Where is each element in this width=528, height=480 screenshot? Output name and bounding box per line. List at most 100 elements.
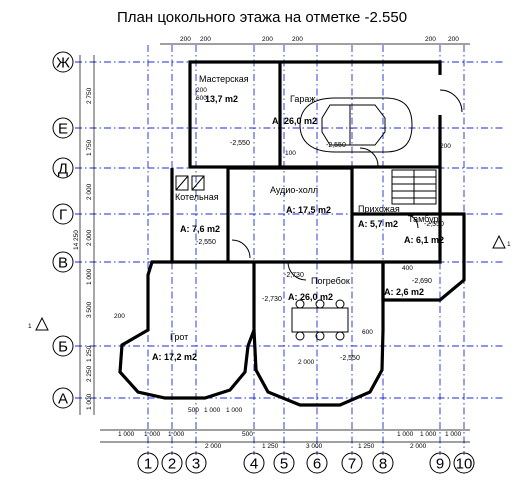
room-name-vestibule: Тамбур: [408, 214, 439, 224]
room-name-audio: Аудио-холл: [270, 185, 318, 195]
svg-text:1: 1: [144, 456, 152, 473]
room-name-workshop: Мастерская: [199, 74, 249, 84]
boiler-icon: [175, 175, 205, 191]
room-area-audio: А: 17,5 m2: [286, 205, 331, 215]
svg-text:1: 1: [28, 323, 32, 330]
section-mark-right: 1: [492, 234, 511, 249]
svg-text:1 250: 1 250: [86, 345, 93, 362]
room-area-vestibule: А: 6,1 m2: [404, 235, 444, 245]
svg-text:100: 100: [285, 150, 296, 157]
level-mark: -2,550: [196, 239, 216, 246]
room-labels: Мастерская 13,7 m2 Гараж А: 26,0 m2 Ауди…: [152, 74, 444, 362]
svg-text:3: 3: [192, 456, 200, 473]
svg-text:1 000: 1 000: [397, 431, 414, 438]
room-area-grotto: А: 17,2 m2: [152, 352, 197, 362]
dims-bottom-2: 2 000 1 250 3 000 1 250 2 000: [205, 443, 427, 450]
svg-text:8: 8: [379, 456, 387, 473]
letter-axis-markers: Ж Е Д Г В Б А: [52, 51, 74, 409]
svg-text:1: 1: [507, 241, 511, 248]
svg-text:В: В: [58, 255, 68, 272]
plan-title: План цокольного этажа на отметке -2.550: [117, 9, 407, 26]
dims-top: 200 200 200 200 200 200: [180, 36, 459, 43]
svg-text:2 750: 2 750: [86, 87, 93, 104]
svg-text:500: 500: [242, 431, 253, 438]
svg-text:200: 200: [292, 36, 303, 43]
axis-marker-4: 4: [243, 452, 265, 474]
room-name-garage: Гараж: [290, 94, 315, 104]
svg-text:1 000: 1 000: [168, 431, 185, 438]
svg-text:5: 5: [280, 456, 288, 473]
svg-text:3 500: 3 500: [86, 301, 93, 318]
svg-text:3 000: 3 000: [306, 443, 323, 450]
svg-text:А: А: [58, 391, 68, 408]
svg-text:4: 4: [250, 456, 258, 473]
level-mark: -2,730: [284, 272, 304, 279]
level-mark: -2,550: [326, 142, 346, 149]
svg-text:200: 200: [440, 143, 451, 150]
svg-text:1 250: 1 250: [358, 443, 375, 450]
room-name-boiler: Котельная: [175, 192, 219, 202]
svg-text:2 000: 2 000: [298, 359, 315, 366]
svg-text:2 000: 2 000: [86, 229, 93, 246]
level-mark: -2,550: [230, 140, 250, 147]
room-area-boiler: А: 7,6 m2: [180, 224, 220, 234]
dims-left: 2 750 1 750 2 000 2 000 1 000 3 500 1 25…: [73, 87, 93, 410]
svg-text:7: 7: [348, 456, 356, 473]
svg-text:1 000: 1 000: [144, 431, 161, 438]
walls: [118, 60, 466, 407]
svg-text:2 250: 2 250: [86, 365, 93, 382]
svg-text:1 000: 1 000: [445, 431, 462, 438]
svg-text:Б: Б: [58, 339, 68, 356]
axis-marker-6: 6: [306, 452, 328, 474]
number-axis-markers: 1 2 3 4 5 6 7 8 9 10: [137, 452, 475, 474]
axis-marker-7: 7: [341, 452, 363, 474]
level-mark: -2,730: [262, 296, 282, 303]
axis-marker-zh: Ж: [52, 51, 74, 73]
svg-text:9: 9: [436, 456, 444, 473]
svg-text:2: 2: [168, 456, 176, 473]
svg-text:1 000: 1 000: [86, 393, 93, 410]
axis-marker-3: 3: [185, 452, 207, 474]
svg-text:Г: Г: [59, 207, 67, 224]
svg-text:2 000: 2 000: [205, 443, 222, 450]
svg-text:600: 600: [196, 95, 207, 102]
svg-text:1 000: 1 000: [204, 407, 221, 414]
section-mark-left: 1: [28, 316, 49, 331]
axis-marker-g: Г: [52, 203, 74, 225]
axis-marker-8: 8: [372, 452, 394, 474]
svg-text:200: 200: [114, 313, 125, 320]
svg-text:200: 200: [262, 36, 273, 43]
svg-text:1 750: 1 750: [86, 139, 93, 156]
stair: [391, 169, 437, 205]
axis-marker-e: Е: [52, 117, 74, 139]
svg-text:6: 6: [313, 456, 321, 473]
room-area-hall: А: 5,7 m2: [358, 219, 398, 229]
svg-text:2 000: 2 000: [86, 183, 93, 200]
svg-text:10: 10: [456, 456, 473, 473]
room-area-small: А: 2,6 m2: [384, 287, 424, 297]
axis-marker-b: Б: [52, 335, 74, 357]
car-icon: [299, 97, 413, 153]
svg-text:200: 200: [180, 36, 191, 43]
svg-text:Ж: Ж: [56, 55, 70, 72]
svg-text:200: 200: [448, 36, 459, 43]
room-name-cellar: Погребок: [311, 276, 350, 286]
svg-text:1 000: 1 000: [420, 431, 437, 438]
svg-text:1 000: 1 000: [226, 407, 243, 414]
level-mark: -2,690: [412, 278, 432, 285]
dimension-lines: [79, 43, 470, 443]
svg-text:1 250: 1 250: [262, 443, 279, 450]
axis-marker-5: 5: [273, 452, 295, 474]
level-mark: -2,550: [424, 221, 444, 228]
table-icon: [291, 299, 349, 341]
svg-text:1 000: 1 000: [86, 268, 93, 285]
svg-text:200: 200: [196, 87, 207, 94]
axis-marker-9: 9: [429, 452, 451, 474]
svg-text:500: 500: [188, 407, 199, 414]
svg-text:2 000: 2 000: [410, 443, 427, 450]
axis-marker-10: 10: [453, 452, 475, 474]
grid-lines-vertical: [147, 45, 465, 455]
svg-text:200: 200: [425, 36, 436, 43]
svg-text:400: 400: [402, 265, 413, 272]
